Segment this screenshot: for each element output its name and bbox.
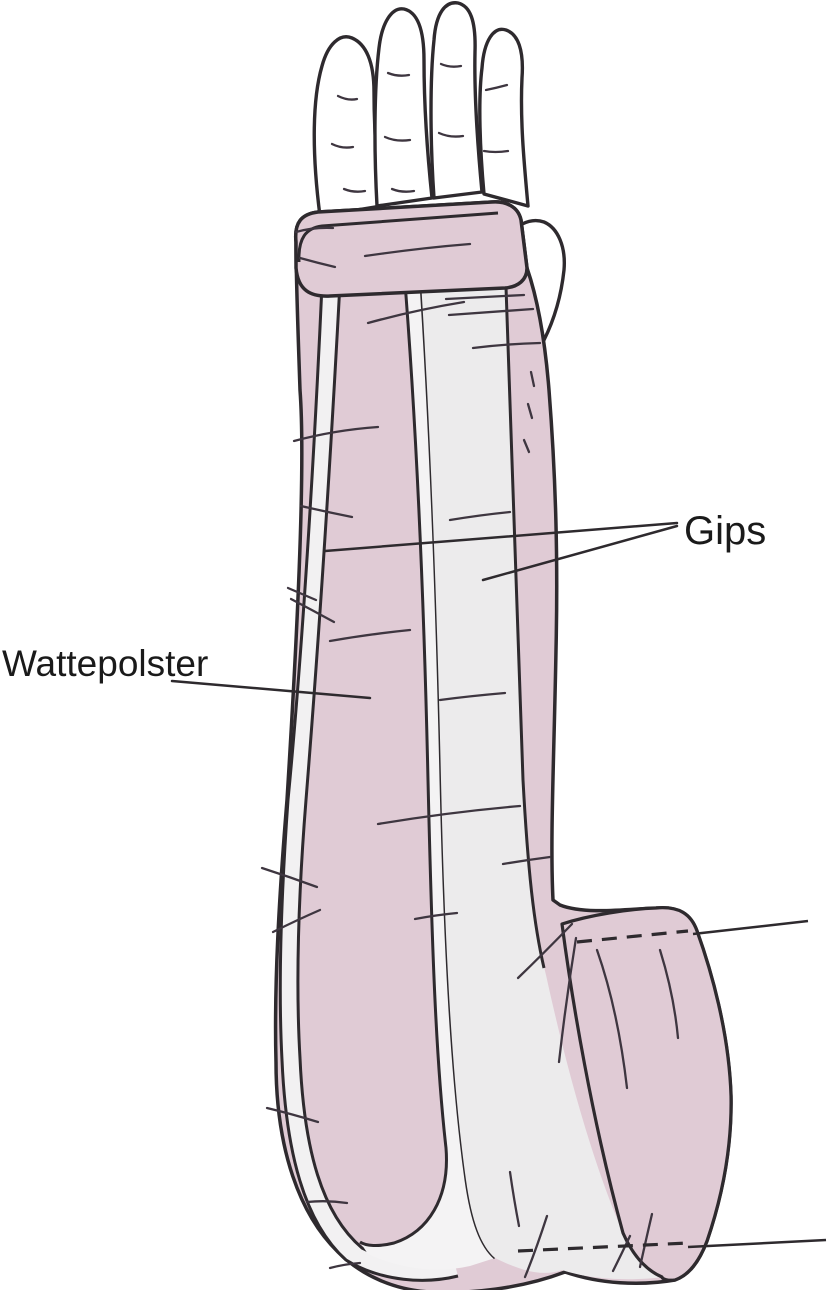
cuff-roll-line — [297, 211, 499, 263]
gips-label: Gips — [684, 509, 766, 553]
finger-index — [478, 27, 530, 208]
finger-middle — [429, 1, 484, 200]
finger-ring — [373, 7, 434, 208]
gips-leader-lines — [323, 521, 679, 582]
padding-strip-gray — [420, 257, 663, 1280]
edge-reference-line-top — [692, 919, 809, 936]
wattepolster-label: Wattepolster — [2, 643, 208, 684]
hand-fingers — [312, 1, 530, 218]
gips-leader-lower — [481, 524, 679, 582]
padding-strip-left — [278, 282, 459, 1282]
dashed-trim-line-bottom — [517, 1241, 689, 1253]
elbow-section — [560, 906, 733, 1282]
wattepolster-leader-line — [170, 679, 372, 700]
edge-reference-line-bottom — [687, 1238, 827, 1249]
gips-leader-upper — [323, 521, 679, 553]
dashed-trim-line-top — [576, 929, 689, 944]
texture-lines — [260, 62, 680, 1279]
